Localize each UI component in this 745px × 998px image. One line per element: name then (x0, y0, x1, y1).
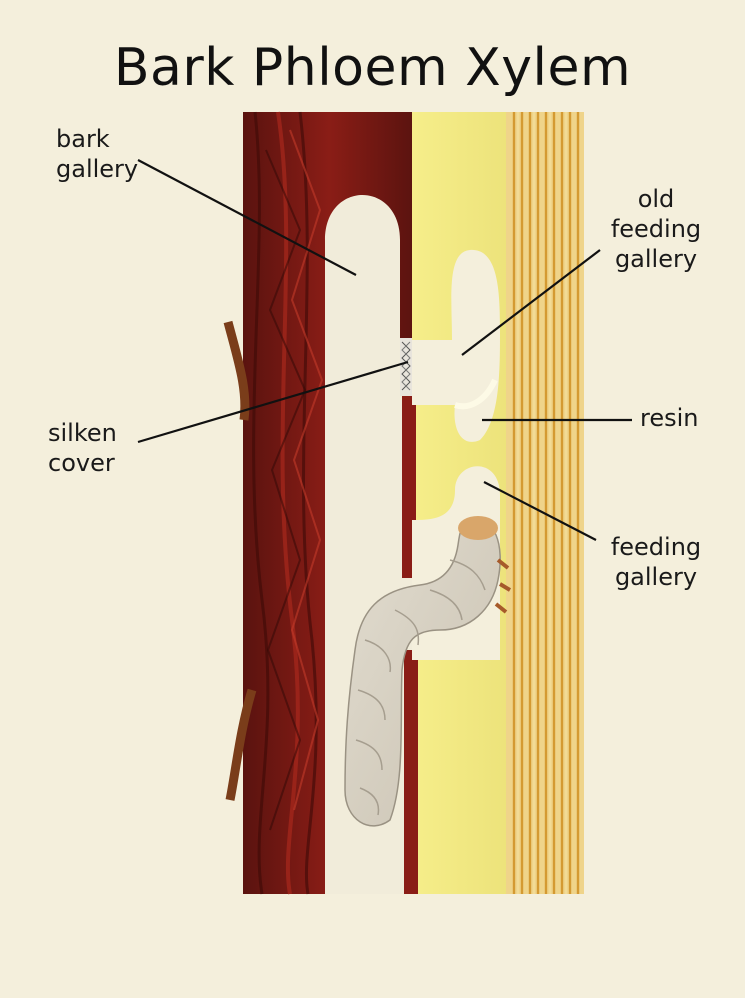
label-feeding-gallery: feeding gallery (600, 532, 712, 592)
label-old-feeding-gallery-line1: old (600, 184, 712, 214)
label-old-feeding-gallery-line3: gallery (600, 244, 712, 274)
label-bark-gallery-line1: bark (56, 124, 138, 154)
label-feeding-gallery-line1: feeding (600, 532, 712, 562)
label-bark-gallery-line2: gallery (56, 154, 138, 184)
label-feeding-gallery-line2: gallery (600, 562, 712, 592)
silken-cover (400, 338, 412, 396)
label-resin: resin (640, 403, 699, 433)
diagram-title: Bark Phloem Xylem (0, 38, 745, 98)
label-old-feeding-gallery-line2: feeding (600, 214, 712, 244)
xylem-layer (506, 112, 584, 894)
label-silken-cover-line1: silken (48, 418, 117, 448)
label-bark-gallery: bark gallery (56, 124, 138, 184)
label-silken-cover-line2: cover (48, 448, 117, 478)
label-old-feeding-gallery: old feeding gallery (600, 184, 712, 274)
label-silken-cover: silken cover (48, 418, 117, 478)
